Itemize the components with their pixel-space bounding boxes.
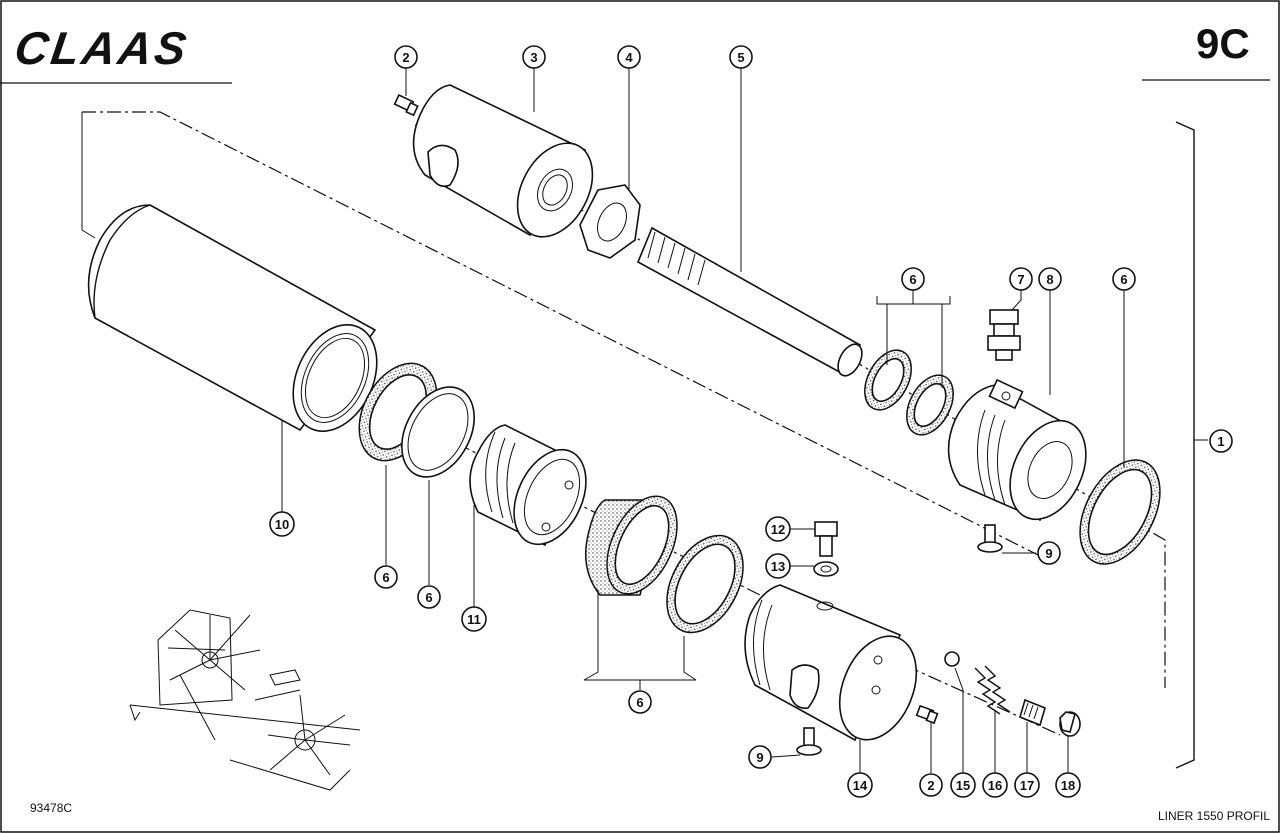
cylinder-head xyxy=(947,378,1087,522)
svg-text:7: 7 xyxy=(1017,272,1024,287)
callout-4: 4 xyxy=(617,45,641,69)
callout-9-upper: 9 xyxy=(1037,541,1061,565)
callout-7: 7 xyxy=(1009,267,1033,291)
callout-11: 11 xyxy=(461,606,487,632)
figure-number: 93478C xyxy=(30,801,72,815)
callout-2-top: 2 xyxy=(394,45,418,69)
grease-nipple-top xyxy=(393,94,419,117)
threaded-rod xyxy=(636,226,863,377)
svg-text:11: 11 xyxy=(467,612,481,627)
seal-ring-right xyxy=(1079,459,1161,565)
machine-overview-sketch xyxy=(129,609,361,791)
svg-text:6: 6 xyxy=(909,272,916,287)
compression-spring xyxy=(974,665,1011,715)
svg-text:CLAAS: CLAAS xyxy=(12,22,193,74)
svg-text:10: 10 xyxy=(275,517,289,532)
svg-text:16: 16 xyxy=(988,778,1002,793)
svg-text:9C: 9C xyxy=(1196,20,1250,67)
svg-text:17: 17 xyxy=(1020,778,1034,793)
svg-text:2: 2 xyxy=(402,50,409,65)
svg-text:3: 3 xyxy=(530,50,537,65)
callout-6-left-a: 6 xyxy=(374,565,398,589)
svg-text:6: 6 xyxy=(382,570,389,585)
screw-lower xyxy=(796,727,822,756)
seal-ring-bottom-b xyxy=(666,534,744,634)
svg-text:13: 13 xyxy=(771,559,785,574)
callout-1: 1 xyxy=(1209,429,1233,453)
bolt xyxy=(814,521,838,557)
hex-nut xyxy=(579,184,641,259)
model-caption: LINER 1550 PROFIL xyxy=(1158,809,1270,823)
svg-text:2: 2 xyxy=(927,778,934,793)
grease-nipple-bottom xyxy=(915,704,939,725)
claas-logo: CLAAS xyxy=(0,22,232,84)
svg-text:6: 6 xyxy=(636,695,643,710)
svg-text:12: 12 xyxy=(771,522,785,537)
assembly-bracket xyxy=(1175,121,1195,769)
svg-text:8: 8 xyxy=(1046,272,1053,287)
svg-text:1: 1 xyxy=(1217,434,1224,449)
washer xyxy=(813,561,839,577)
svg-text:9: 9 xyxy=(1045,546,1052,561)
callout-17: 17 xyxy=(1014,772,1040,798)
spring-seat xyxy=(1019,698,1046,727)
callout-6-upper: 6 xyxy=(901,267,925,291)
callout-15: 15 xyxy=(950,772,976,798)
valve-body xyxy=(744,584,918,742)
callout-2-bottom: 2 xyxy=(919,773,943,797)
page-code: 9C xyxy=(1142,20,1270,81)
callout-3: 3 xyxy=(522,45,546,69)
upper-housing xyxy=(412,84,594,238)
callout-14: 14 xyxy=(847,772,873,798)
svg-text:18: 18 xyxy=(1061,778,1075,793)
callout-leaders xyxy=(281,68,1125,773)
svg-text:14: 14 xyxy=(853,778,868,793)
svg-text:9: 9 xyxy=(756,750,763,765)
callout-16: 16 xyxy=(982,772,1008,798)
callout-6-left-b: 6 xyxy=(417,585,441,609)
svg-text:5: 5 xyxy=(737,50,744,65)
callout-13: 13 xyxy=(765,553,791,579)
callout-12: 12 xyxy=(765,516,791,542)
seal-ring-upper-a xyxy=(864,349,912,411)
seal-ring-upper-b xyxy=(906,374,954,436)
seal-ring-left-b xyxy=(401,386,475,478)
callout-10: 10 xyxy=(269,511,295,537)
callout-9-lower: 9 xyxy=(748,745,772,769)
callout-18: 18 xyxy=(1055,772,1081,798)
piston xyxy=(469,424,587,547)
seal-ring-bottom-a xyxy=(585,495,678,596)
plug-cap xyxy=(1059,711,1081,737)
callout-6-bottom: 6 xyxy=(628,690,652,714)
screw-upper xyxy=(977,524,1003,553)
hydraulic-fitting xyxy=(987,309,1021,361)
cylinder-tube xyxy=(87,204,378,433)
callout-5: 5 xyxy=(729,45,753,69)
svg-text:15: 15 xyxy=(956,778,970,793)
svg-text:6: 6 xyxy=(1120,272,1127,287)
svg-text:4: 4 xyxy=(625,50,633,65)
callout-6-right: 6 xyxy=(1112,267,1136,291)
svg-text:6: 6 xyxy=(425,590,432,605)
callout-8: 8 xyxy=(1038,267,1062,291)
check-ball xyxy=(944,651,960,667)
